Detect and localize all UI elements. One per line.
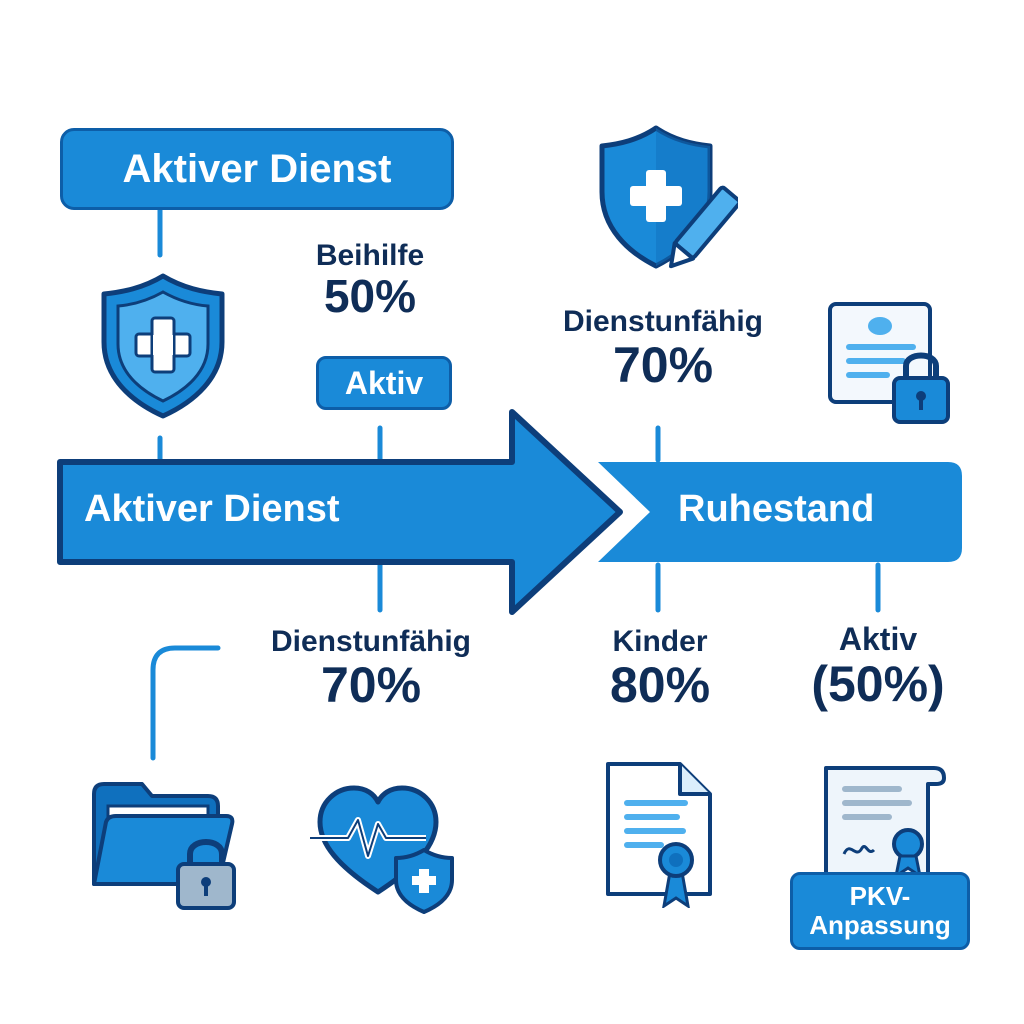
active-rate-value: (50%) bbox=[811, 655, 945, 712]
children-value: 80% bbox=[609, 657, 711, 714]
phase-retirement-label: Ruhestand bbox=[678, 488, 875, 530]
pkv-badge-line1: PKV- bbox=[849, 881, 911, 912]
beihilfe-value: 50% bbox=[323, 270, 417, 323]
incapacity-top-name: Dienstunfähig bbox=[563, 305, 763, 338]
incapacity-label-top: Dienstunfähig 70% bbox=[528, 305, 798, 394]
pkv-adjustment-badge: PKV- Anpassung bbox=[790, 872, 970, 950]
incapacity-bottom-value: 70% bbox=[320, 657, 422, 714]
folder-lock-icon bbox=[92, 782, 236, 910]
certificate-lock-icon bbox=[828, 302, 950, 424]
beihilfe-label: Beihilfe 50% bbox=[280, 239, 460, 323]
shield-plus-icon bbox=[101, 273, 225, 419]
scroll-certificate-icon bbox=[824, 766, 946, 880]
incapacity-bottom-name: Dienstunfähig bbox=[271, 625, 471, 658]
children-name: Kinder bbox=[612, 625, 708, 658]
active-service-badge: Aktiver Dienst bbox=[60, 128, 454, 210]
phase-active-label: Aktiver Dienst bbox=[84, 488, 340, 530]
active-rate-name: Aktiv bbox=[838, 621, 918, 657]
beihilfe-name: Beihilfe bbox=[315, 239, 425, 272]
heart-pulse-shield-icon bbox=[310, 785, 454, 914]
children-label: Kinder 80% bbox=[580, 625, 740, 714]
document-award-icon bbox=[606, 762, 712, 908]
active-tag: Aktiv bbox=[316, 356, 452, 410]
active-service-badge-label: Aktiver Dienst bbox=[122, 146, 392, 191]
shield-pencil-icon bbox=[599, 125, 738, 269]
incapacity-label-bottom: Dienstunfähig 70% bbox=[236, 625, 506, 714]
active-tag-label: Aktiv bbox=[344, 364, 424, 401]
pkv-badge-line2: Anpassung bbox=[809, 910, 951, 940]
active-rate-label: Aktiv (50%) bbox=[798, 622, 958, 711]
incapacity-top-value: 70% bbox=[612, 337, 714, 394]
